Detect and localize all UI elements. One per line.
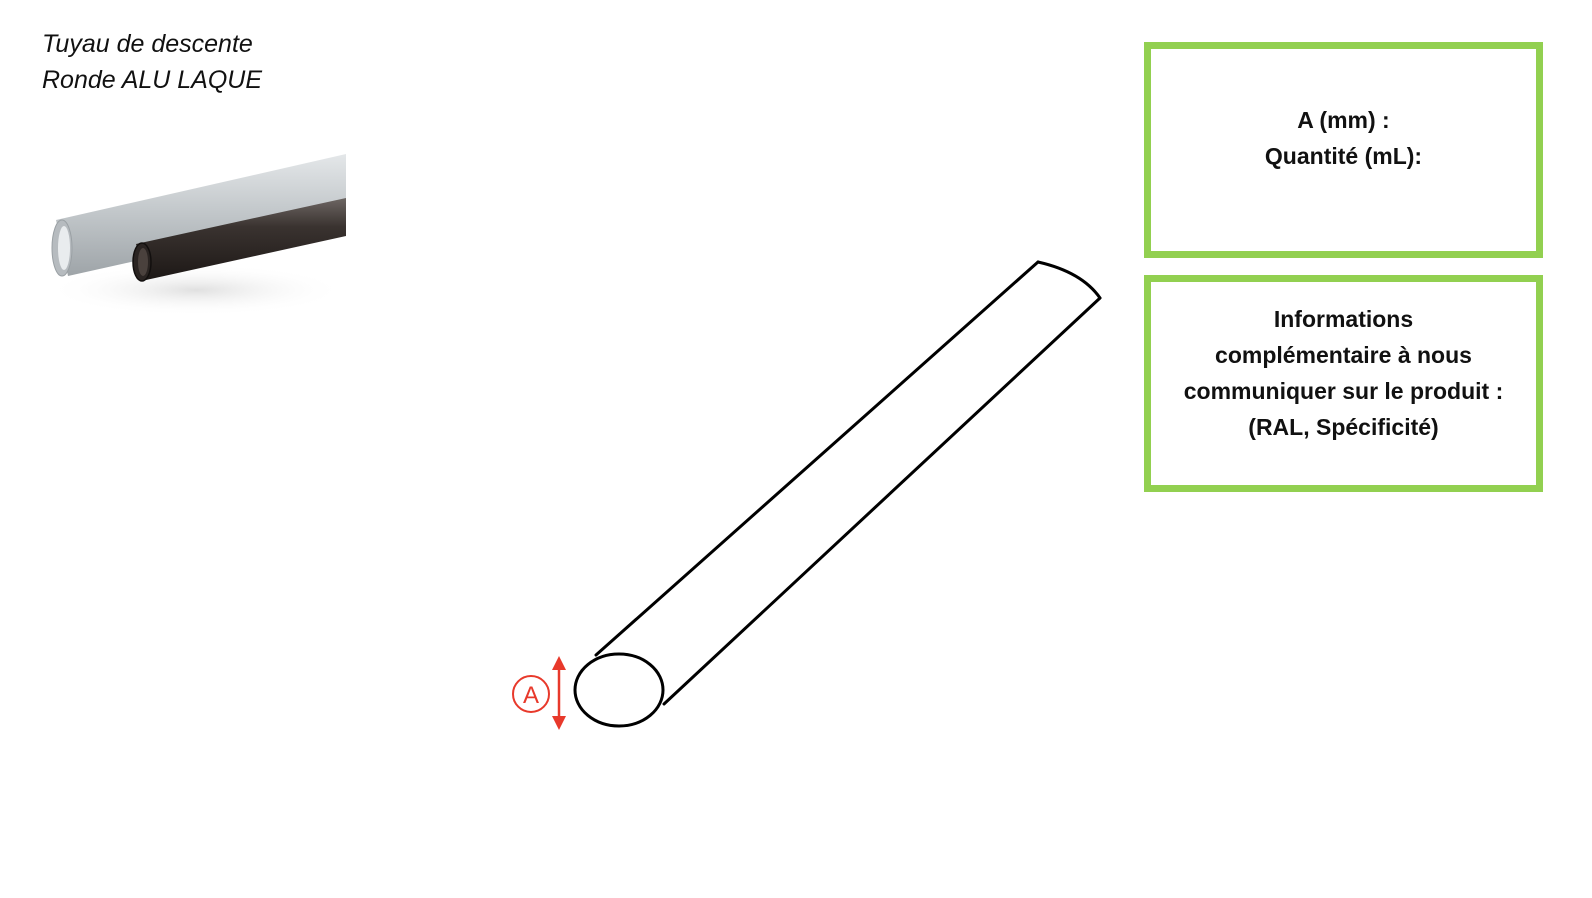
info-line-2: complémentaire à nous (1215, 341, 1472, 368)
product-photo (46, 154, 346, 316)
product-title-line-1: Tuyau de descente (42, 30, 253, 58)
pipe-bottom-edge (662, 296, 1102, 706)
quantity-label: Quantité (mL): (1264, 143, 1423, 169)
pipe-near-end (573, 652, 665, 728)
dimension-arrow-down (552, 716, 566, 730)
pipe-top-edge (594, 260, 1040, 657)
pipe-far-end (1036, 260, 1102, 300)
info-box: Informations complémentaire à nous commu… (1144, 275, 1543, 492)
dimension-arrow-up (552, 656, 566, 670)
info-line-4: (RAL, Spécificité) (1248, 413, 1439, 440)
dimension-label-circle (512, 675, 550, 713)
product-title-line-2: Ronde ALU LAQUE (42, 66, 263, 94)
lacquered-pipe (132, 198, 346, 282)
info-line-1: Informations (1273, 305, 1414, 332)
product-title: Tuyau de descente Ronde ALU LAQUE (42, 26, 262, 98)
galvanized-pipe (51, 154, 346, 277)
photo-shadow (46, 264, 346, 316)
info-line-3: communiquer sur le produit : (1183, 377, 1504, 404)
dimension-a-label: A (mm) : (1297, 107, 1390, 133)
dimensions-box: A (mm) : Quantité (mL): (1144, 42, 1543, 258)
dimension-marker: A (512, 656, 566, 730)
dimension-label: A (523, 682, 539, 709)
